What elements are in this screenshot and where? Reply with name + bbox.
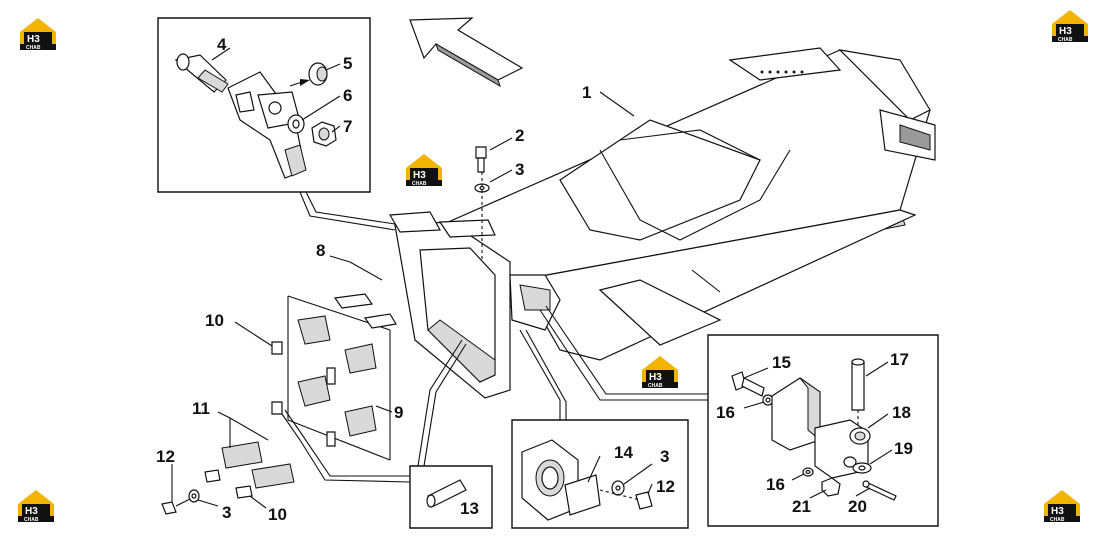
tank-front-frame [388,211,561,399]
callout-4: 4 [217,35,227,54]
callout-3-flange: 3 [660,447,669,466]
svg-text:CHAB: CHAB [1058,37,1073,43]
callout-labels: 1 2 3 4 5 6 7 8 9 10 10 11 12 3 13 14 3 … [156,35,913,524]
callout-18: 18 [892,403,911,422]
callout-12-left: 12 [156,447,175,466]
svg-text:H3: H3 [25,506,38,517]
svg-text:H3: H3 [649,372,662,383]
tank-dots [760,70,804,74]
callout-20: 20 [848,497,867,516]
leader-lines [171,47,893,509]
svg-text:H3: H3 [1059,26,1072,37]
watermark-logo-bottom-left: H3 CHAB [18,490,54,523]
bolt-and-washer-top [474,146,490,262]
detail-box-latch [539,305,939,527]
callout-17: 17 [890,350,909,369]
watermark-logo-top-left: H3 CHAB [20,18,56,51]
svg-text:CHAB: CHAB [412,181,427,187]
watermark-logo-top-right: H3 CHAB [1052,10,1088,43]
callout-21: 21 [792,497,811,516]
direction-arrow [409,17,524,88]
watermark-logo-bottom-right: H3 CHAB [1044,490,1080,523]
watermark-logo-center-left: H3 CHAB [406,154,442,187]
svg-text:CHAB: CHAB [1050,517,1065,523]
callout-10-lower: 10 [268,505,287,524]
svg-text:H3: H3 [1051,506,1064,517]
callout-11: 11 [192,399,210,418]
watermark-logo-center: H3 CHAB [642,356,678,389]
callout-3-lower: 3 [222,503,231,522]
svg-text:CHAB: CHAB [24,517,39,523]
pad-group [161,293,397,515]
main-tank-body [429,47,936,361]
callout-19: 19 [894,439,913,458]
svg-text:H3: H3 [27,34,40,45]
callout-7: 7 [343,117,352,136]
svg-text:CHAB: CHAB [648,383,663,389]
callout-14: 14 [614,443,633,462]
callout-15: 15 [772,353,791,372]
detail-box-hinge-pin [157,17,396,231]
callout-10-upper: 10 [205,311,224,330]
callout-8: 8 [316,241,325,260]
detail-box-flange [511,329,689,529]
svg-text:CHAB: CHAB [26,45,41,51]
callout-2: 2 [515,126,524,145]
callout-12-flange: 12 [656,477,675,496]
svg-text:H3: H3 [413,170,426,181]
callout-3: 3 [515,160,524,179]
callout-13: 13 [460,499,479,518]
callout-16-lower: 16 [766,475,785,494]
callout-16-upper: 16 [716,403,735,422]
detail-box-tube [281,339,493,529]
callout-6: 6 [343,86,352,105]
callout-9: 9 [394,403,403,422]
callout-1: 1 [582,83,591,102]
callout-5: 5 [343,54,352,73]
